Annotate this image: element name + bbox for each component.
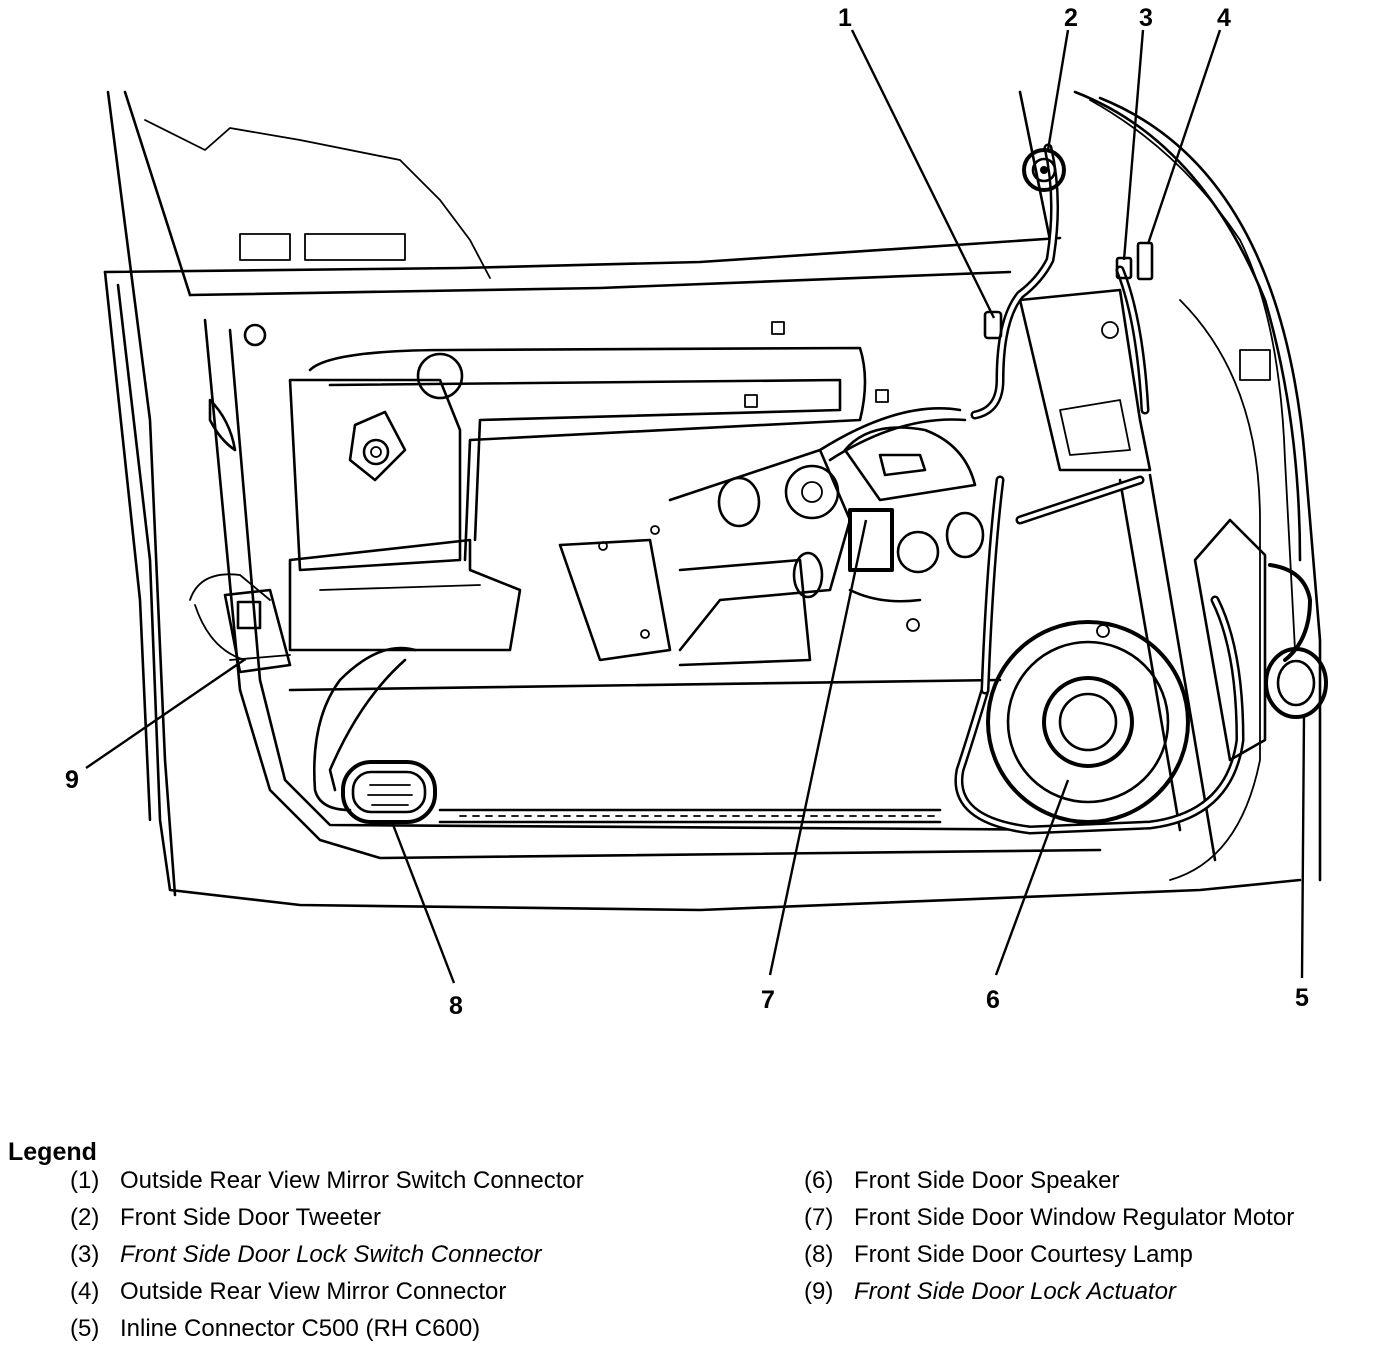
leader-9 <box>85 659 245 769</box>
legend-title: Legend <box>8 1138 97 1166</box>
legend-item-number: (7) <box>804 1204 834 1231</box>
callout-4: 4 <box>1217 4 1231 32</box>
speaker-symbol <box>986 620 1190 824</box>
legend: Legend (1) Outside Rear View Mirror Switc… <box>0 1132 1376 1352</box>
legend-item-text: Front Side Door Window Regulator Motor <box>854 1204 1295 1231</box>
callout-5: 5 <box>1295 984 1309 1012</box>
legend-item-number: (9) <box>804 1278 834 1305</box>
legend-item: (4) Outside Rear View Mirror Connector <box>70 1277 584 1314</box>
leader-6 <box>994 779 1070 976</box>
legend-item: (5) Inline Connector C500 (RH C600) <box>70 1314 584 1351</box>
legend-item-text: Front Side Door Speaker <box>854 1167 1120 1194</box>
courtesy-lamp-symbol <box>341 760 437 824</box>
legend-item-text: Front Side Door Tweeter <box>120 1204 382 1231</box>
legend-item: (2) Front Side Door Tweeter <box>70 1203 584 1240</box>
callout-9: 9 <box>65 766 79 794</box>
legend-item-number: (4) <box>70 1278 100 1305</box>
legend-item-text: Front Side Door Lock Actuator <box>854 1278 1176 1305</box>
legend-item: (8) Front Side Door Courtesy Lamp <box>804 1240 1294 1277</box>
legend-column-right: (6) Front Side Door Speaker (7) Front Side … <box>804 1166 1294 1314</box>
legend-item: (3) Front Side Door Lock Switch Connector <box>70 1240 584 1277</box>
leader-8 <box>390 821 456 984</box>
legend-item-text: Outside Rear View Mirror Connector <box>120 1278 507 1305</box>
legend-item-text: Front Side Door Courtesy Lamp <box>854 1241 1193 1268</box>
callout-1: 1 <box>838 4 852 32</box>
leader-1 <box>850 29 996 319</box>
door-frame <box>103 90 1302 912</box>
legend-column-left: (1) Outside Rear View Mirror Switch Conne… <box>70 1166 584 1351</box>
legend-item-text: Inline Connector C500 (RH C600) <box>120 1315 481 1342</box>
lock-actuator-symbol <box>223 588 292 674</box>
leader-lines <box>85 29 1306 984</box>
legend-item-number: (3) <box>70 1241 100 1268</box>
legend-item-number: (6) <box>804 1167 834 1194</box>
wiring-harness <box>189 143 1245 835</box>
callout-labels: 1 2 3 4 5 6 7 8 9 <box>65 4 1309 1020</box>
legend-item-number: (5) <box>70 1315 100 1342</box>
diagram-drawing: 1 2 3 4 5 6 7 8 9 <box>65 4 1328 1020</box>
window-motor-symbol <box>843 426 977 603</box>
callout-6: 6 <box>986 986 1000 1014</box>
leader-2 <box>1046 29 1070 151</box>
callout-7: 7 <box>761 986 775 1014</box>
tweeter-symbol <box>1022 148 1066 192</box>
leader-4 <box>1146 29 1222 245</box>
callout-2: 2 <box>1064 4 1078 32</box>
legend-item: (6) Front Side Door Speaker <box>804 1166 1294 1203</box>
inline-connector-symbol <box>1193 518 1328 762</box>
window-frame <box>1018 90 1322 882</box>
legend-item-number: (1) <box>70 1167 100 1194</box>
leader-3 <box>1122 29 1145 261</box>
leader-7 <box>768 519 868 976</box>
legend-item: (7) Front Side Door Window Regulator Moto… <box>804 1203 1294 1240</box>
inner-door-panel <box>203 288 1217 862</box>
callout-8: 8 <box>449 992 463 1020</box>
callout-3: 3 <box>1139 4 1153 32</box>
legend-item: (9) Front Side Door Lock Actuator <box>804 1277 1294 1314</box>
legend-item-number: (8) <box>804 1241 834 1268</box>
leader-5 <box>1300 714 1306 979</box>
door-wiring-diagram: 1 2 3 4 5 6 7 8 9 <box>65 4 1328 1020</box>
legend-item-text: Front Side Door Lock Switch Connector <box>120 1241 542 1268</box>
legend-item-number: (2) <box>70 1204 100 1231</box>
legend-item: (1) Outside Rear View Mirror Switch Conne… <box>70 1166 584 1203</box>
legend-item-text: Outside Rear View Mirror Switch Connecto… <box>120 1167 584 1194</box>
